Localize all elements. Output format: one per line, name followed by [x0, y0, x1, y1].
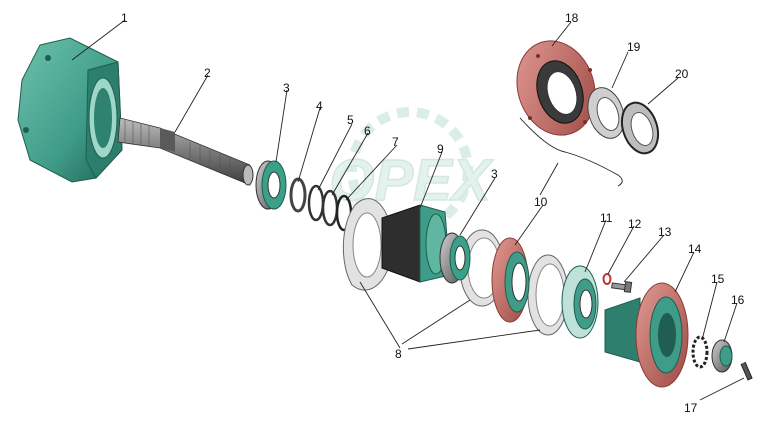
- part-4-snap-ring: [289, 177, 307, 213]
- callout-20: 20: [675, 67, 689, 81]
- callout-14: 14: [688, 242, 702, 256]
- part-3-bearing-right: [439, 232, 471, 284]
- part-12-small-ring: [602, 273, 612, 285]
- callout-7: 7: [392, 135, 399, 149]
- part-17-cotter-pin: [740, 361, 753, 381]
- part-15-washer: [691, 335, 709, 369]
- part-19-seal-ring: [587, 87, 625, 139]
- callout-12: 12: [628, 217, 642, 231]
- callout-13: 13: [658, 225, 672, 239]
- part-3-bearing-left: [255, 160, 287, 210]
- part-5-o-ring: [307, 184, 325, 222]
- part-8-gasket-3: [527, 254, 569, 336]
- group-brace-10: [519, 117, 623, 187]
- part-20-seal-ring: [620, 101, 660, 155]
- callout-16: 16: [731, 293, 745, 307]
- part-8-gasket-1: [342, 198, 393, 291]
- callout-3-left: 3: [283, 81, 290, 95]
- part-11-flange-ring: [561, 265, 599, 339]
- callout-9: 9: [437, 142, 444, 156]
- callout-8: 8: [395, 347, 402, 361]
- part-10-seal-cover: [491, 237, 530, 323]
- callout-4: 4: [316, 99, 323, 113]
- leader-lines: [71, 19, 745, 401]
- part-13-bolt: [611, 281, 633, 293]
- watermark-text: OPEX: [329, 148, 493, 213]
- part-2-splined-shaft: [117, 117, 254, 186]
- callout-labels: 1 2 3 3 4 5 6 7 8 9 10 11 12 13 14 15 16…: [121, 11, 745, 415]
- callout-5: 5: [347, 113, 354, 127]
- part-1-housing: [17, 37, 123, 183]
- callout-6: 6: [364, 124, 371, 138]
- callout-19: 19: [627, 40, 641, 54]
- part-16-nut: [711, 339, 733, 373]
- callout-15: 15: [711, 272, 725, 286]
- part-14-output-flange: [604, 282, 689, 388]
- callout-17: 17: [684, 401, 698, 415]
- part-18-seal-flange: [516, 40, 596, 136]
- callout-18: 18: [565, 11, 579, 25]
- callout-3-right: 3: [491, 167, 498, 181]
- part-9-bearing-housing: [381, 204, 451, 283]
- callout-11: 11: [600, 211, 613, 225]
- callout-2: 2: [204, 66, 211, 80]
- callout-1: 1: [121, 11, 128, 25]
- watermark: OPEX: [329, 107, 495, 233]
- callout-10: 10: [534, 195, 548, 209]
